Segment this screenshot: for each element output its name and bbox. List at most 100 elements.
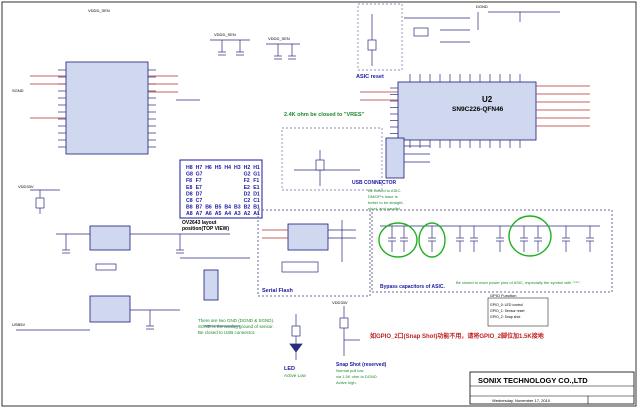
pin-grid-cell: B7 — [196, 205, 203, 211]
snapshot-note-1: Normal pull low — [336, 368, 363, 373]
pin-grid-cell: E2 — [244, 185, 250, 191]
layout-caption-1: OV2643 layout — [182, 220, 217, 226]
pin-grid-cell: G7 — [196, 172, 203, 178]
net-label-vdd-sen: VDDD_SEN — [88, 8, 110, 13]
asic-reset-block — [357, 3, 403, 71]
highlight-ring-2 — [418, 222, 446, 258]
usb-note-2: DM/DP's trace is — [368, 194, 398, 199]
pin-grid-cell: B3 — [234, 205, 241, 211]
pin-grid-cell: H5 — [215, 165, 222, 171]
pin-grid-cell: H8 — [186, 165, 193, 171]
pin-grid-cell: A7 — [196, 211, 203, 217]
led-block — [289, 314, 303, 360]
snapshot-block — [339, 306, 360, 356]
snapshot-note-2: via 1.5K ohm to DGND. — [336, 374, 378, 379]
pin-grid-cell: F8 — [186, 178, 192, 184]
pin-grid-cell: H4 — [224, 165, 231, 171]
pin-grid-cell: A4 — [224, 211, 231, 217]
gnd-note-2: SGND is the analog ground of sensor. — [198, 324, 274, 329]
gpio-function-box — [487, 297, 549, 327]
usb-connector-block — [281, 127, 430, 191]
pin-grid-cell: E8 — [186, 185, 192, 191]
pin-grid-cell: B8 — [186, 205, 193, 211]
pin-grid-cell: A8 — [186, 211, 193, 217]
pin-grid-cell: B1 — [253, 205, 260, 211]
gpio-1-note: GPIO_1: Sensor reset — [490, 309, 524, 313]
pin-grid-cell: E1 — [253, 185, 259, 191]
asic-reset-label: ASIC reset — [356, 74, 384, 80]
pin-grid-cell: G2 — [244, 172, 251, 178]
pin-grid-cell: A2 — [244, 211, 251, 217]
pin-grid-cell: H3 — [234, 165, 241, 171]
pin-grid-cell: A1 — [253, 211, 260, 217]
pin-grid-cell: G8 — [186, 172, 193, 178]
bypass-caps-label: Bypass capacitors of ASIC. — [380, 284, 445, 290]
pin-grid-cell: C1 — [253, 198, 260, 204]
bypass-caps-block — [371, 209, 613, 293]
pin-grid-cell: C8 — [186, 198, 193, 204]
sensor-ic-body — [65, 61, 149, 155]
pin-grid-cell: C7 — [196, 198, 203, 204]
gpio-function-title: GPIO Function — [490, 293, 516, 298]
net-label-sgnd: SGND — [12, 88, 24, 93]
layout-caption-2: position(TOP VIEW) — [182, 226, 229, 232]
pin-grid-cell: C2 — [244, 198, 251, 204]
led-label: LED — [284, 366, 295, 372]
net-label-vdd-sen-2: VDDD_SEN — [214, 32, 236, 37]
pin-grid-cell: A5 — [215, 211, 222, 217]
usb-note-4: short, and parallel. — [368, 206, 401, 211]
snapshot-note-3: Active high. — [336, 380, 357, 385]
pin-grid-cell: D7 — [196, 191, 203, 197]
pin-grid-cell: F1 — [253, 178, 259, 184]
snapshot-title: Snap Shot (reserved) — [336, 362, 387, 368]
pin-grid-cell: G1 — [253, 172, 260, 178]
pin-grid-cell: E7 — [196, 185, 202, 191]
title-block — [469, 371, 635, 405]
pin-grid-cell: H7 — [196, 165, 203, 171]
pin-grid-cell: D1 — [253, 191, 260, 197]
u2-part-label: SN9C226-QFN46 — [452, 106, 504, 113]
bypass-note: Be closed to each power pins of ASIC, es… — [456, 280, 581, 285]
pin-grid-cell: B2 — [244, 205, 251, 211]
pin-grid-cell: H2 — [244, 165, 251, 171]
chinese-note: 如GPIO_2口(Snap Shot)功能不用，请将GPIO_2脚位加1.5K接… — [370, 332, 544, 340]
pin-grid-cell: A6 — [205, 211, 212, 217]
pin-grid-cell: A3 — [234, 211, 241, 217]
asic-ic-body — [397, 81, 537, 141]
crystal-block — [404, 11, 560, 43]
gpio-0-note: GPIO_0: LED control — [490, 303, 523, 307]
gnd-note-1: There are two GND (DGND & SGND). — [198, 318, 274, 323]
pin-grid-cell: B5 — [215, 205, 222, 211]
pin-grid-cell: B6 — [205, 205, 212, 211]
usb-note-1: Be closed to ASIC. — [368, 188, 401, 193]
sensor-caps — [176, 39, 300, 101]
serial-flash-label: Serial Flash — [262, 288, 294, 294]
pin-grid-cell: D2 — [244, 191, 251, 197]
pin-grid-cell: D8 — [186, 191, 193, 197]
pin-grid-cell: H6 — [205, 165, 212, 171]
net-label-vdd-sen-3: VDDD_SEN — [268, 36, 290, 41]
pin-grid-cell: H1 — [253, 165, 260, 171]
gnd-note-3: Be closed to USB connector. — [198, 330, 255, 335]
net-label-dgnd: DGND — [476, 4, 488, 9]
gpio-2-note: GPIO_2: Snap shot — [490, 315, 520, 319]
date-row: Wednesday, November 17, 2010 — [492, 398, 551, 403]
pin-grid-cell: F2 — [244, 178, 250, 184]
usb-connector-label: USB CONNECTOR — [352, 180, 396, 186]
active-low-label: Active Low — [284, 373, 307, 378]
net-label-vdd33: VDD33V — [18, 184, 34, 189]
flash-ic-body — [287, 223, 329, 251]
power-regulator-block — [16, 189, 250, 331]
vres-note: 2.4K ohm be closed to "VRES" — [284, 112, 364, 118]
pin-grid-cell: B4 — [224, 205, 231, 211]
pin-grid-frame — [179, 159, 263, 219]
highlight-ring-3 — [508, 215, 552, 257]
highlight-ring-1 — [378, 222, 418, 258]
net-label-vdd33-2: VDD33V — [332, 300, 348, 305]
sensor-block — [30, 61, 178, 155]
company-name: SONIX TECHNOLOGY CO.,LTD — [478, 376, 588, 385]
net-label-usb5v: USB5V — [12, 322, 25, 327]
